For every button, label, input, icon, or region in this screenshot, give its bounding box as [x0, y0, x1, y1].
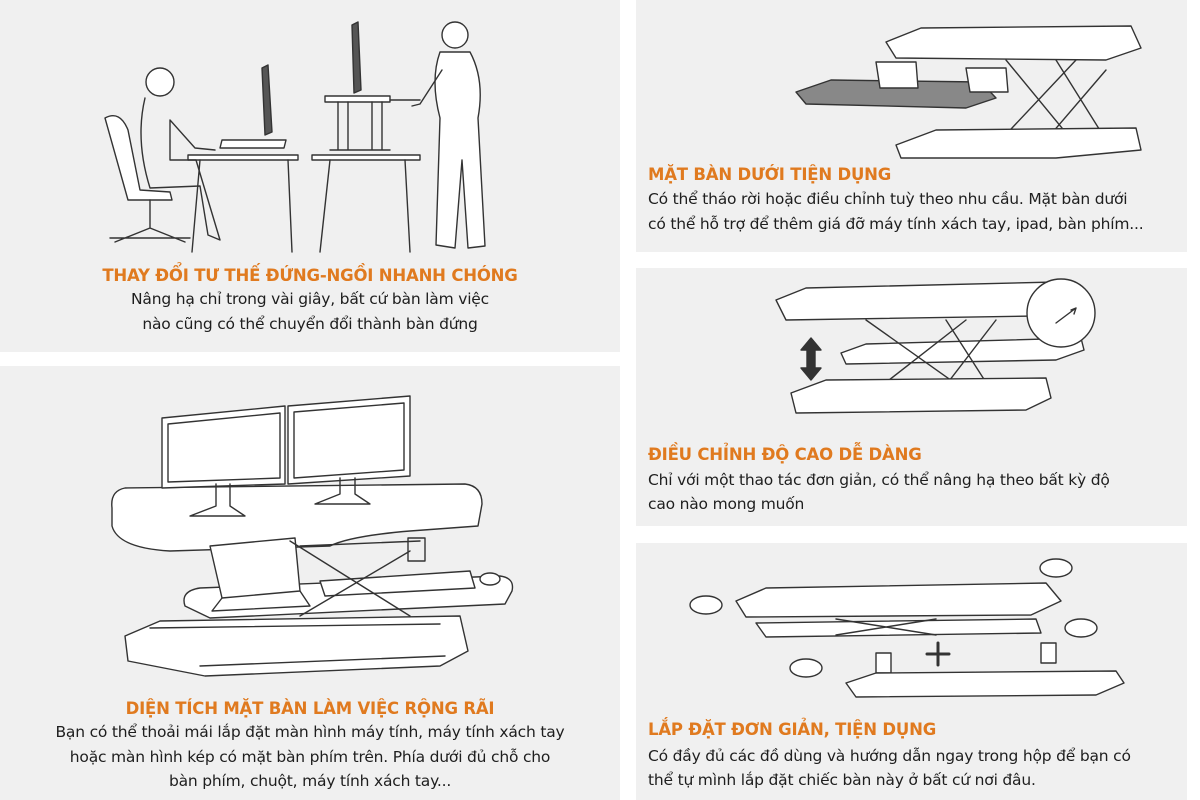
feature-title: ĐIỀU CHỈNH ĐỘ CAO DỄ DÀNG: [648, 445, 922, 464]
feature-panel-wide-desk: DIỆN TÍCH MẶT BÀN LÀM VIỆC RỘNG RÃI Bạn …: [0, 366, 620, 800]
lower-tray-illustration: [795, 25, 1142, 159]
feature-description-line: Bạn có thể thoải mái lắp đặt màn hình má…: [55, 723, 565, 741]
feature-title: MẶT BÀN DƯỚI TIỆN DỤNG: [648, 165, 892, 184]
feature-panel-sit-stand: THAY ĐỔI TƯ THẾ ĐỨNG-NGỒI NHANH CHÓNG Nâ…: [0, 0, 620, 352]
feature-panel-assembly: LẮP ĐẶT ĐƠN GIẢN, TIỆN DỤNG Có đầy đủ cá…: [636, 543, 1187, 800]
feature-description-line: hoặc màn hình kép có mặt bàn phím trên. …: [69, 748, 551, 766]
feature-title: LẮP ĐẶT ĐƠN GIẢN, TIỆN DỤNG: [648, 720, 937, 739]
feature-description-line: Chỉ với một thao tác đơn giản, có thể nâ…: [648, 471, 1110, 489]
feature-panel-lower-tray: MẶT BÀN DƯỚI TIỆN DỤNG Có thể tháo rời h…: [636, 0, 1187, 252]
sit-stand-person-illustration: [104, 21, 486, 253]
feature-description-line: bàn phím, chuột, máy tính xách tay...: [168, 772, 452, 790]
feature-panel-height-adjust: ĐIỀU CHỈNH ĐỘ CAO DỄ DÀNG Chỉ với một th…: [636, 268, 1187, 526]
feature-description-line: có thể hỗ trợ để thêm giá đỡ máy tính xá…: [648, 215, 1144, 233]
feature-description-line: Nâng hạ chỉ trong vài giây, bất cứ bàn l…: [131, 290, 489, 308]
height-adjust-illustration: [775, 278, 1096, 414]
feature-description-line: nào cũng có thể chuyển đổi thành bàn đứn…: [142, 315, 478, 333]
feature-description-line: thể tự mình lắp đặt chiếc bàn này ở bất …: [648, 771, 1036, 789]
feature-description-line: Có đầy đủ các đồ dùng và hướng dẫn ngay …: [648, 747, 1131, 765]
feature-description-line: Có thể tháo rời hoặc điều chỉnh tuỳ theo…: [648, 190, 1128, 208]
plus-icon: [925, 641, 951, 667]
assembly-illustration: [689, 558, 1125, 698]
dual-monitor-desk-illustration: [111, 395, 514, 677]
feature-title: THAY ĐỔI TƯ THẾ ĐỨNG-NGỒI NHANH CHÓNG: [102, 266, 518, 285]
feature-description-line: cao nào mong muốn: [648, 495, 805, 513]
feature-title: DIỆN TÍCH MẶT BÀN LÀM VIỆC RỘNG RÃI: [125, 699, 495, 718]
up-down-arrow-icon: [800, 337, 822, 381]
